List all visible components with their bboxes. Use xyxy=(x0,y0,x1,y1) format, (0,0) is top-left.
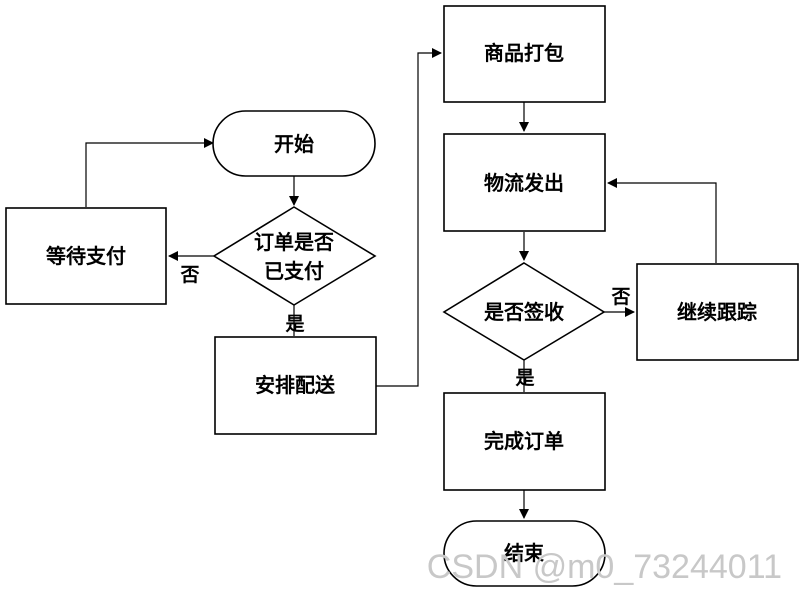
label-signed-no: 否 xyxy=(610,286,630,308)
node-check-signed-label: 是否签收 xyxy=(483,300,564,324)
node-start: 开始 xyxy=(212,110,376,177)
node-ship-logistics: 物流发出 xyxy=(443,133,606,232)
watermark: CSDN @m0_73244011 xyxy=(427,548,782,586)
node-check-paid: 订单是否 已支付 xyxy=(212,206,377,306)
node-end: 结束 xyxy=(443,520,606,587)
node-continue-tracking: 继续跟踪 xyxy=(636,263,799,361)
edge-track-to-ship xyxy=(607,178,717,263)
node-pack-goods-label: 商品打包 xyxy=(484,41,564,65)
node-check-paid-label-line1: 订单是否 xyxy=(254,230,334,254)
node-wait-payment-label: 等待支付 xyxy=(46,244,126,268)
node-complete-order: 完成订单 xyxy=(443,392,606,491)
node-wait-payment: 等待支付 xyxy=(5,207,167,305)
node-complete-order-label: 完成订单 xyxy=(484,429,564,453)
node-check-paid-label-line2: 已支付 xyxy=(264,259,324,283)
node-arrange-delivery: 安排配送 xyxy=(214,336,377,435)
label-paid-no: 否 xyxy=(179,264,199,286)
label-signed-yes: 是 xyxy=(515,367,534,389)
node-end-label: 结束 xyxy=(504,541,545,565)
node-start-label: 开始 xyxy=(274,132,314,156)
node-pack-goods: 商品打包 xyxy=(443,5,606,103)
edge-arrange-to-pack xyxy=(376,48,442,387)
edge-wait-to-start xyxy=(85,138,214,207)
node-check-signed: 是否签收 xyxy=(442,262,606,361)
node-continue-tracking-label: 继续跟踪 xyxy=(677,300,757,324)
node-ship-logistics-label: 物流发出 xyxy=(484,171,564,195)
label-paid-yes: 是 xyxy=(285,313,304,335)
node-arrange-delivery-label: 安排配送 xyxy=(255,373,336,397)
